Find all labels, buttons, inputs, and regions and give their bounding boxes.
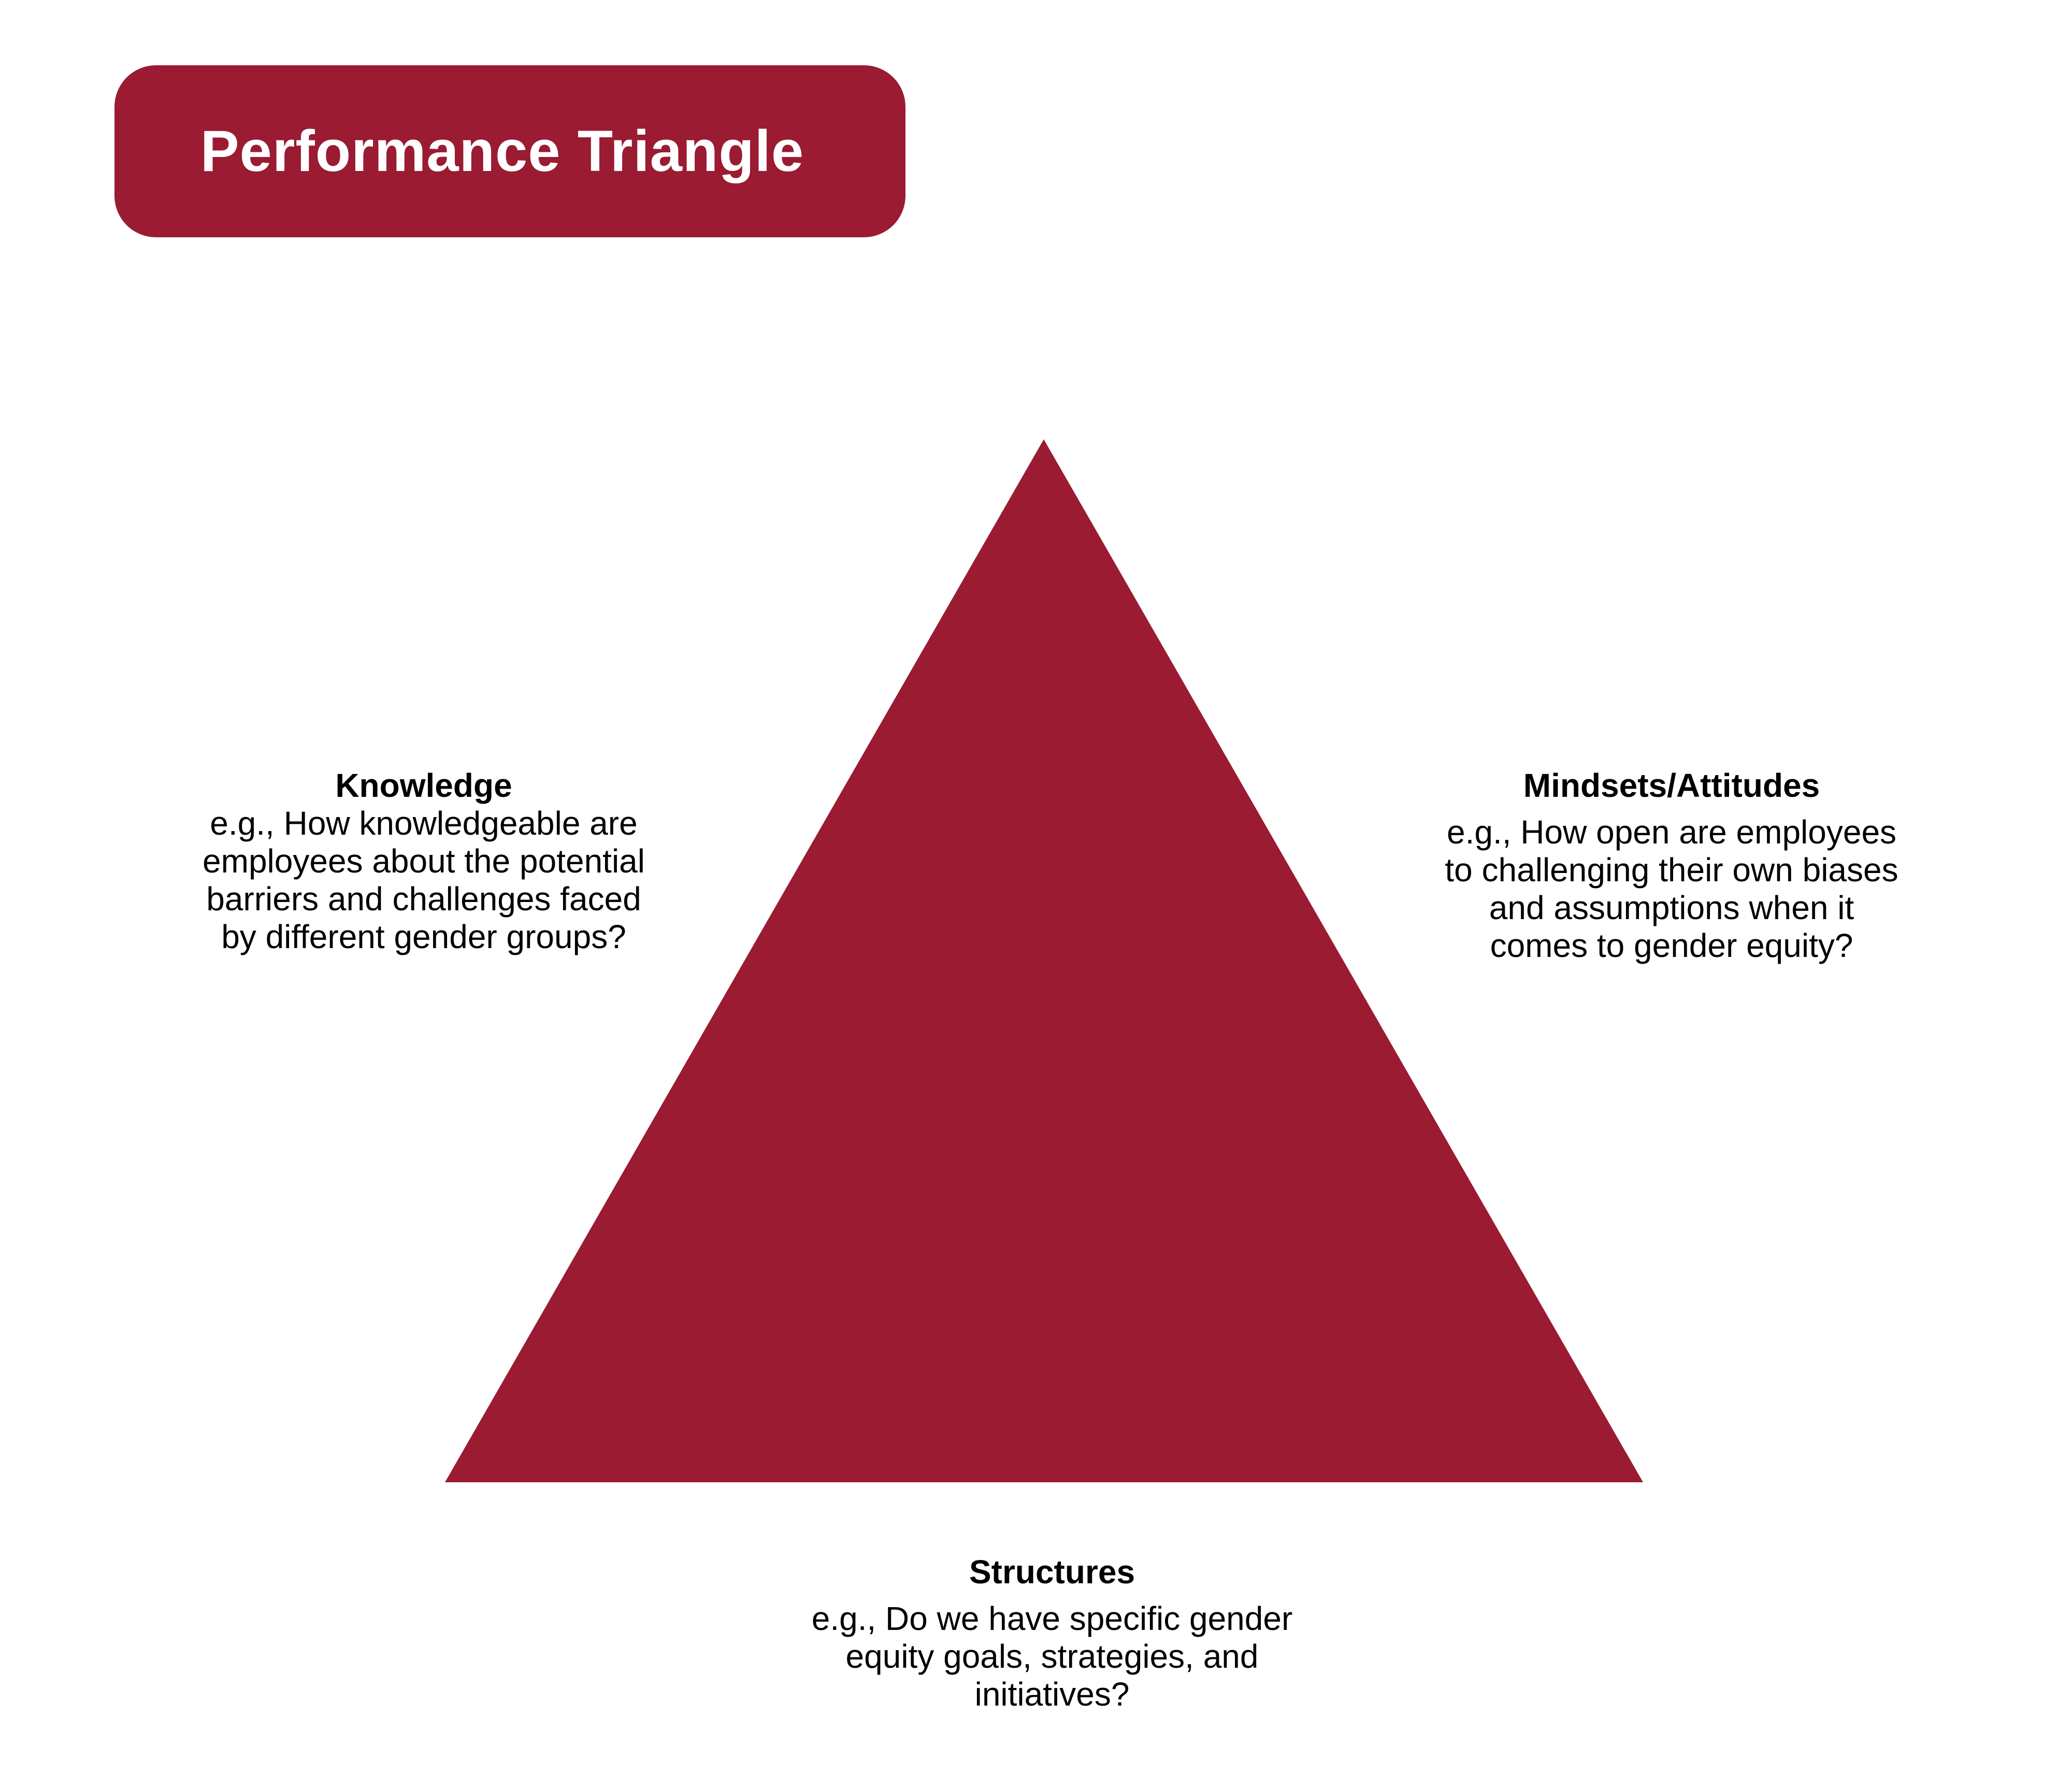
knowledge-label: Knowledge e.g., How knowledgeable are em… bbox=[113, 767, 735, 956]
mindsets-heading: Mindsets/Attitudes bbox=[1523, 767, 1820, 804]
mindsets-label: Mindsets/Attitudes e.g., How open are em… bbox=[1361, 767, 1982, 965]
structures-label: Structures e.g., Do we have specific gen… bbox=[741, 1553, 1363, 1713]
title-banner: Performance Triangle bbox=[114, 65, 905, 237]
structures-heading: Structures bbox=[969, 1553, 1135, 1591]
knowledge-description: e.g., How knowledgeable are employees ab… bbox=[203, 805, 645, 955]
knowledge-heading: Knowledge bbox=[335, 767, 512, 804]
triangle-shape bbox=[445, 439, 1643, 1482]
mindsets-description: e.g., How open are employees to challeng… bbox=[1445, 813, 1898, 964]
page-title: Performance Triangle bbox=[200, 119, 804, 183]
structures-description: e.g., Do we have specific gender equity … bbox=[811, 1600, 1293, 1713]
